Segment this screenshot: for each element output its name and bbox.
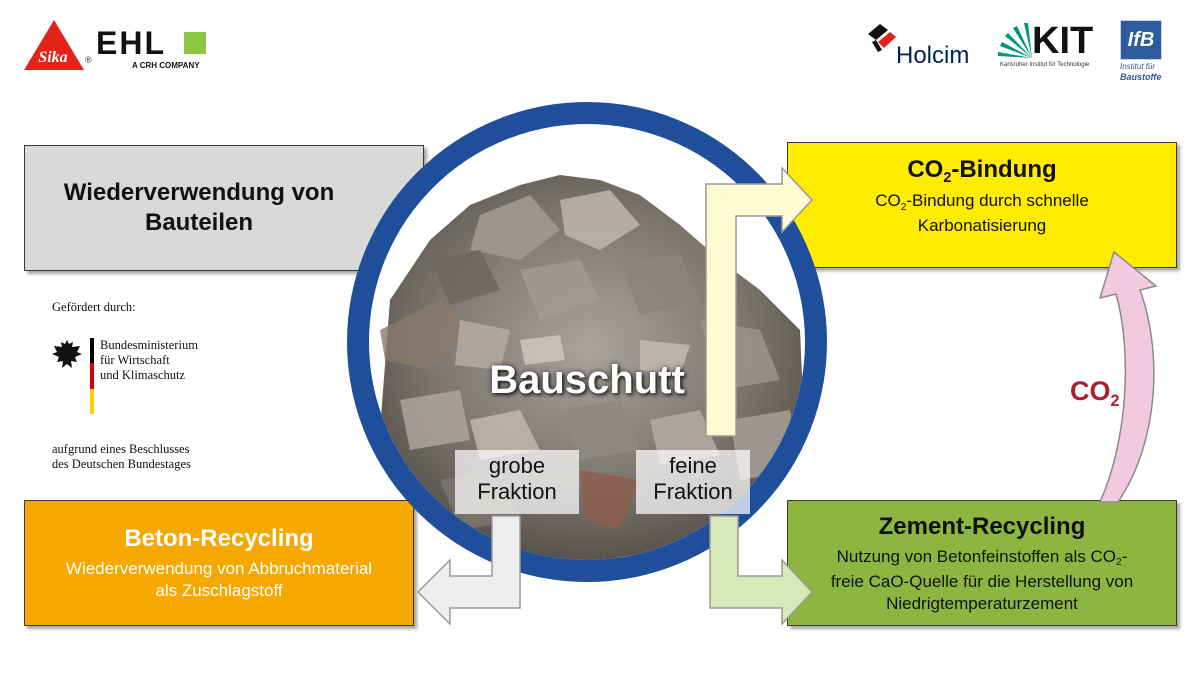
- kit-fan-icon: [998, 23, 1032, 58]
- coarse-fraction-line-1: grobe: [488, 453, 546, 478]
- federal-eagle-icon: [52, 340, 82, 368]
- cement-recycling-text-1-suffix: -: [1121, 546, 1128, 566]
- coarse-fraction-line-2: Fraktion: [477, 479, 557, 504]
- arrow-to-co2-binding: [705, 166, 814, 437]
- reuse-box-title-2: Bauteilen: [144, 209, 254, 236]
- co2-arrow-label-prefix: CO: [1070, 376, 1111, 406]
- ehl-logo: EHL A CRH COMPANY: [96, 27, 211, 73]
- co2-arrow-label-subscript: 2: [1110, 391, 1120, 410]
- kit-logo: KIT Karlsruher Institut für Technologie: [998, 22, 1102, 72]
- coarse-fraction-label: grobe Fraktion: [455, 450, 579, 514]
- ifb-tagline-2: Baustoffe: [1120, 72, 1162, 82]
- co2-arrow-label: CO2: [1070, 376, 1120, 410]
- funding-footer-line-1: aufgrund eines Beschlusses: [52, 442, 190, 456]
- concrete-recycling-box: Beton-Recycling Wiederverwendung von Abb…: [24, 500, 414, 626]
- cement-recycling-box: Zement-Recycling Nutzung von Betonfeinst…: [787, 500, 1177, 626]
- arrow-to-cement-recycling: [709, 515, 814, 626]
- concrete-recycling-text-2: als Zuschlagstoff: [155, 581, 283, 600]
- ministry-line-3: und Klimaschutz: [100, 368, 186, 382]
- cement-recycling-title: Zement-Recycling: [878, 512, 1086, 540]
- co2-binding-box: CO2-Bindung CO2-Bindung durch schnelle K…: [787, 142, 1177, 268]
- center-ring: [347, 102, 827, 582]
- kit-logo-text: KIT: [1032, 20, 1094, 62]
- co2-binding-title-subscript: 2: [943, 170, 952, 187]
- ehl-tagline: A CRH COMPANY: [132, 61, 200, 70]
- cement-recycling-text-3: Niedrigtemperaturzement: [886, 593, 1078, 613]
- ifb-logo-text: IfB: [1127, 29, 1155, 51]
- sika-logo: Sika: [24, 20, 84, 70]
- co2-binding-text-subscript: 2: [900, 201, 907, 213]
- funding-footer-line-2: des Deutschen Bundestages: [52, 457, 191, 471]
- fine-fraction-line-1: feine: [669, 453, 717, 478]
- sika-triangle-icon: Sika: [24, 20, 84, 70]
- funding-block: Gefördert durch: Bundesministerium für W…: [50, 300, 280, 480]
- arrow-to-concrete-recycling: [416, 515, 521, 626]
- holcim-h-icon: [868, 24, 896, 52]
- cement-recycling-text-2: freie CaO-Quelle für die Herstellung von: [830, 571, 1134, 591]
- fine-fraction-label: feine Fraktion: [636, 450, 750, 514]
- co2-binding-title: CO2-Bindung: [907, 155, 1056, 188]
- ifb-tagline-1: Institut für: [1120, 62, 1156, 71]
- co2-binding-text-suffix: -Bindung durch schnelle: [906, 191, 1089, 210]
- ehl-logo-name: EHL: [96, 25, 166, 61]
- co2-binding-text-1: CO2-Bindung durch schnelle: [875, 190, 1089, 215]
- sika-registered-mark: ®: [85, 55, 92, 65]
- concrete-recycling-title: Beton-Recycling: [124, 525, 314, 552]
- co2-binding-title-prefix: CO: [907, 156, 944, 183]
- funding-heading: Gefördert durch:: [52, 300, 136, 314]
- cement-recycling-text-1-subscript: 2: [1116, 557, 1122, 569]
- co2-binding-title-suffix: -Bindung: [951, 156, 1057, 183]
- co2-curved-arrow: [1098, 250, 1158, 503]
- reuse-box: Wiederverwendung von Bauteilen: [24, 145, 424, 271]
- holcim-logo: Holcim: [866, 22, 984, 70]
- ministry-line-2: für Wirtschaft: [100, 353, 170, 367]
- cement-recycling-text-1-prefix: Nutzung von Betonfeinstoffen als CO: [836, 546, 1117, 566]
- ehl-green-square: [184, 32, 206, 54]
- sika-logo-text: Sika: [38, 49, 67, 66]
- fine-fraction-line-2: Fraktion: [653, 479, 733, 504]
- german-flag-bar: [90, 338, 94, 414]
- ifb-logo: IfB Institut für Baustoffe: [1118, 20, 1174, 84]
- reuse-box-title-1: Wiederverwendung von: [63, 179, 335, 206]
- holcim-logo-text: Holcim: [896, 42, 970, 69]
- ifb-logo-badge: IfB: [1120, 20, 1162, 60]
- center-label: Bauschutt: [489, 358, 685, 402]
- cement-recycling-text-1: Nutzung von Betonfeinstoffen als CO2-: [837, 546, 1128, 571]
- co2-binding-text-prefix: CO: [875, 191, 901, 210]
- co2-binding-text-2: Karbonatisierung: [917, 216, 1047, 235]
- ministry-line-1: Bundesministerium: [100, 338, 198, 352]
- concrete-recycling-text-1: Wiederverwendung von Abbruchmaterial: [65, 559, 373, 578]
- kit-tagline: Karlsruher Institut für Technologie: [1000, 62, 1090, 68]
